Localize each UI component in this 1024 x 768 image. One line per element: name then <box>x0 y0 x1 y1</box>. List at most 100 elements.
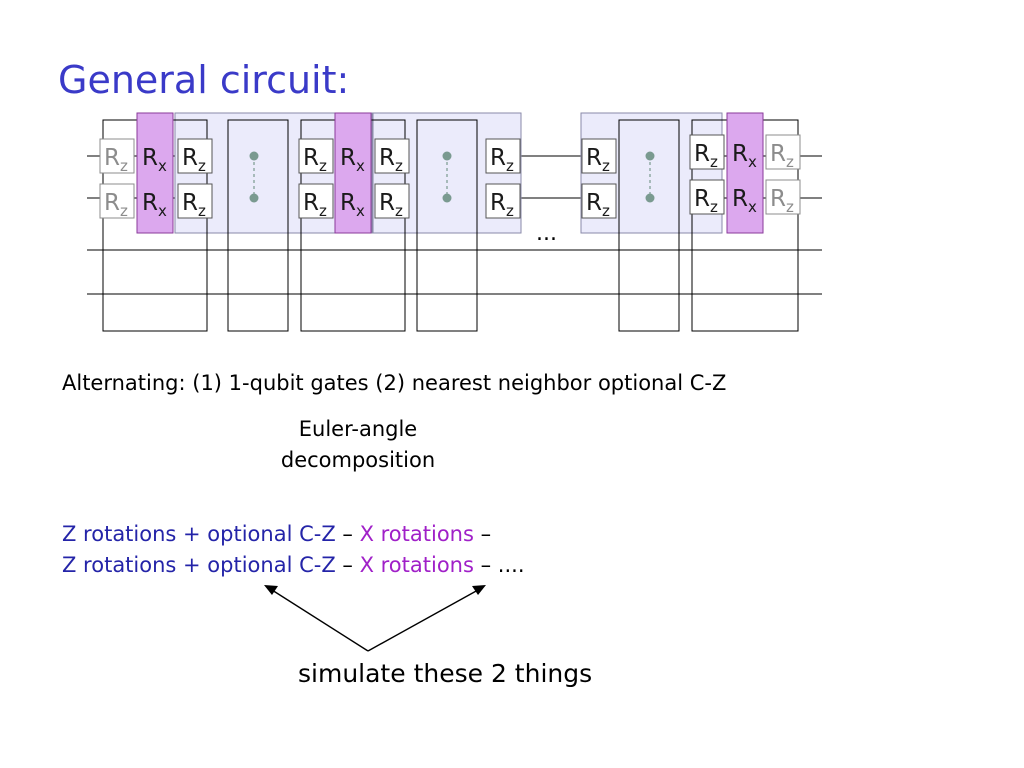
gate-subscript: x <box>158 157 167 175</box>
gate-subscript: z <box>602 202 610 220</box>
gate-letter: R <box>142 190 158 216</box>
gate-letter: R <box>586 145 602 171</box>
rz-gate: Rz <box>689 134 725 171</box>
gate-label: Rz <box>303 190 327 220</box>
gate-label: Rz <box>490 145 514 175</box>
gate-letter: R <box>104 190 120 216</box>
gate-box <box>177 138 213 174</box>
rx-columns <box>136 112 764 234</box>
rz-gate: Rz <box>581 183 617 220</box>
gate-box <box>177 183 213 219</box>
gate-label: Rx <box>732 186 757 216</box>
gate-box <box>689 134 725 170</box>
gate-label: Rz <box>104 145 128 175</box>
euler-line-2: decomposition <box>280 448 436 472</box>
gate-label: Rz <box>379 190 403 220</box>
two-qubit-blocks <box>174 112 723 234</box>
gate-box <box>298 183 334 219</box>
rz-gate: Rz <box>765 179 801 216</box>
rz-gate: Rz <box>298 138 334 175</box>
circuit-ellipsis: ... <box>536 221 557 246</box>
cz-control-dot <box>645 151 655 161</box>
gate-subscript: z <box>395 202 403 220</box>
gate-subscript: z <box>786 198 794 216</box>
tall-gate-box <box>227 119 289 332</box>
line-tail-text: – <box>473 522 492 546</box>
gate-letter: R <box>104 145 120 171</box>
gate-subscript: z <box>198 157 206 175</box>
cz-control-dot <box>249 151 259 161</box>
gate-subscript: z <box>319 157 327 175</box>
rx-gate: Rx <box>142 190 167 220</box>
gate-subscript: z <box>786 153 794 171</box>
gate-label: Rz <box>379 145 403 175</box>
gate-letter: R <box>490 145 506 171</box>
gate-subscript: z <box>120 202 128 220</box>
rx-gate: Rx <box>340 145 365 175</box>
gate-box <box>374 138 410 174</box>
rx-column <box>136 112 174 234</box>
dash-text: – <box>335 553 360 577</box>
gate-letter: R <box>379 145 395 171</box>
rz-gate: Rz <box>177 138 213 175</box>
z-rotations-text: Z rotations + optional C-Z <box>62 522 336 546</box>
cz-control-dot <box>442 151 452 161</box>
gate-label: Rx <box>142 190 167 220</box>
gate-label: Rx <box>340 145 365 175</box>
gate-box <box>485 138 521 174</box>
rz-gate: Rz <box>298 183 334 220</box>
gate-label: Rz <box>104 190 128 220</box>
gate-label: Rx <box>732 141 757 171</box>
rz-gate: Rz <box>99 183 135 220</box>
gate-label: Rz <box>586 145 610 175</box>
gate-box <box>765 179 801 215</box>
gate-letter: R <box>770 141 786 167</box>
controlled-z-gates <box>249 151 655 203</box>
gate-box <box>689 179 725 215</box>
x-rotations-text: X rotations <box>359 553 474 577</box>
dash-text: – <box>335 522 360 546</box>
rz-gate: Rz <box>99 138 135 175</box>
arrow-left-head <box>264 585 278 595</box>
gate-letter: R <box>770 186 786 212</box>
gate-subscript: x <box>748 198 757 216</box>
gate-box <box>581 138 617 174</box>
rx-column <box>334 112 372 234</box>
gate-subscript: x <box>356 202 365 220</box>
gate-label: Rz <box>770 186 794 216</box>
gate-letter: R <box>142 145 158 171</box>
rotation-line-2: Z rotations + optional C-Z – X rotations… <box>62 553 525 577</box>
z-rotations-text: Z rotations + optional C-Z <box>62 553 336 577</box>
gate-label: Rz <box>182 145 206 175</box>
gate-box <box>765 134 801 170</box>
gate-letter: R <box>182 145 198 171</box>
gate-subscript: z <box>506 202 514 220</box>
gate-subscript: z <box>120 157 128 175</box>
rz-gate: Rz <box>765 134 801 171</box>
single-qubit-gates: RzRzRxRxRzRzRzRzRxRxRzRzRzRzRzRzRzRzRxRx… <box>99 134 801 220</box>
gate-box <box>374 183 410 219</box>
gate-letter: R <box>586 190 602 216</box>
gate-letter: R <box>340 190 356 216</box>
rz-gate: Rz <box>374 183 410 220</box>
gate-letter: R <box>379 190 395 216</box>
gate-label: Rz <box>490 190 514 220</box>
slide-title: General circuit: <box>58 58 350 102</box>
gate-letter: R <box>303 145 319 171</box>
rz-gate: Rz <box>374 138 410 175</box>
rz-gate: Rz <box>689 179 725 216</box>
rotation-line-1: Z rotations + optional C-Z – X rotations… <box>62 522 491 546</box>
gate-letter: R <box>490 190 506 216</box>
gate-subscript: x <box>158 202 167 220</box>
rz-gate: Rz <box>177 183 213 220</box>
rx-gate: Rx <box>732 186 757 216</box>
gate-label: Rz <box>694 141 718 171</box>
gate-label: Rz <box>303 145 327 175</box>
gate-subscript: z <box>395 157 403 175</box>
simulate-label: simulate these 2 things <box>298 659 593 688</box>
gate-letter: R <box>182 190 198 216</box>
rx-gate: Rx <box>340 190 365 220</box>
gate-label: Rz <box>586 190 610 220</box>
rz-gate: Rz <box>485 138 521 175</box>
rx-gate: Rx <box>732 141 757 171</box>
